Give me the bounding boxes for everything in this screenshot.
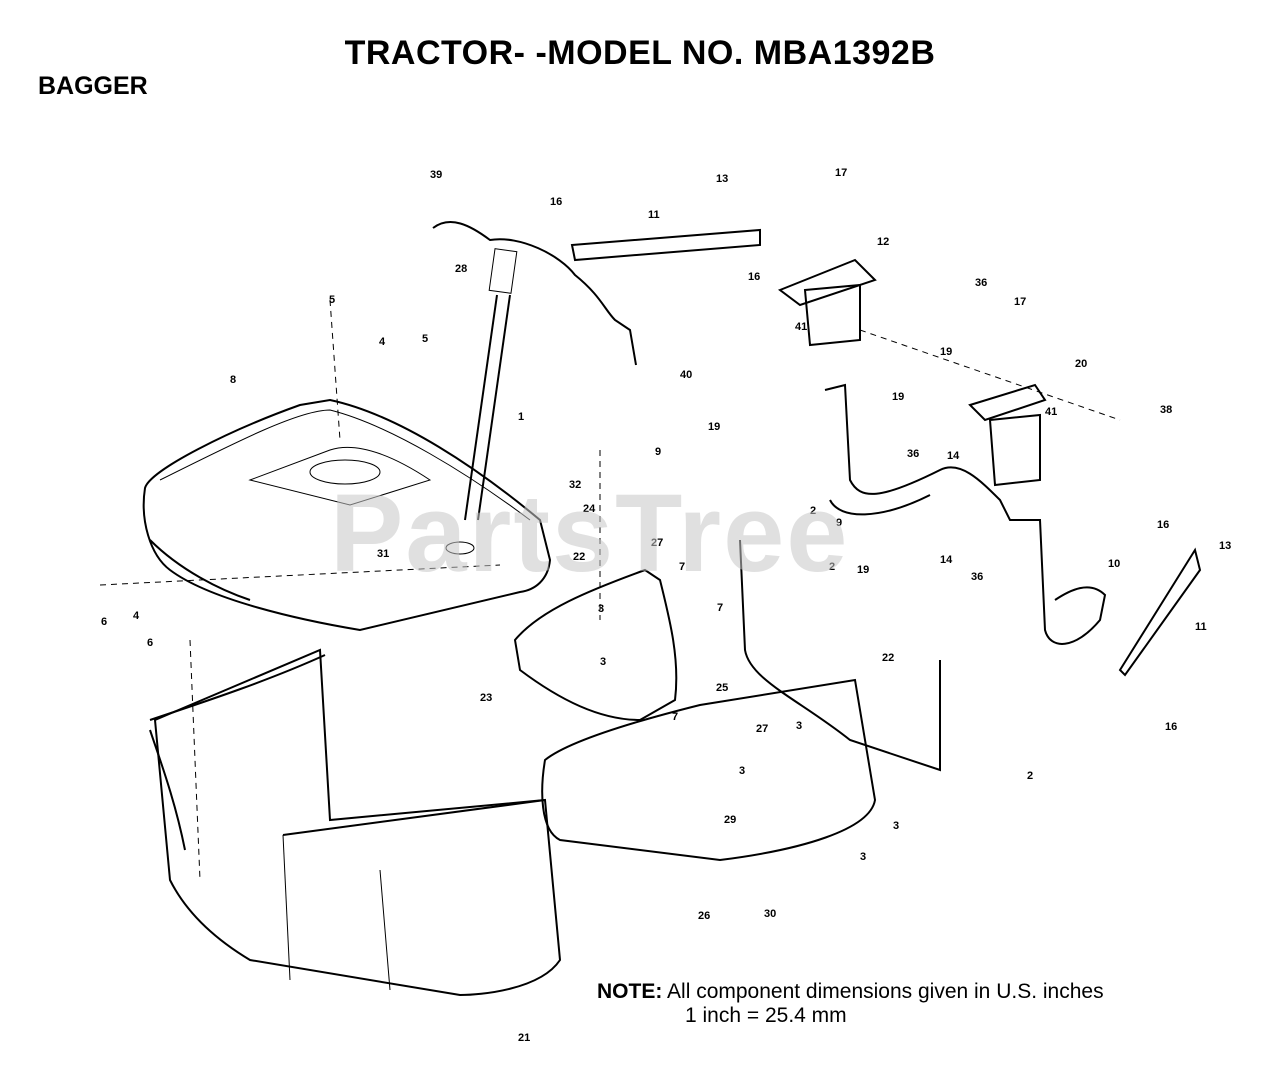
callout-19: 19	[857, 564, 869, 576]
callout-2: 2	[810, 505, 816, 517]
callout-19: 19	[708, 421, 720, 433]
callout-3: 3	[796, 720, 802, 732]
note-line2: 1 inch = 25.4 mm	[685, 1004, 847, 1027]
dump-handle	[432, 221, 637, 521]
callout-13: 13	[716, 173, 728, 185]
bag-frame-26	[541, 678, 877, 862]
callout-16: 16	[550, 196, 562, 208]
callout-3: 3	[893, 820, 899, 832]
callout-22: 22	[882, 652, 894, 664]
callout-19: 19	[892, 391, 904, 403]
note-line1: All component dimensions given in U.S. i…	[667, 980, 1104, 1003]
mount-frame	[777, 258, 1107, 645]
watermark: PartsTree	[330, 472, 850, 595]
callout-36: 36	[907, 448, 919, 460]
callout-21: 21	[518, 1032, 530, 1044]
callout-4: 4	[379, 336, 386, 348]
callout-7: 7	[672, 711, 678, 723]
bag-frame-25	[739, 539, 941, 772]
callout-41: 41	[1045, 406, 1057, 418]
callout-2: 2	[829, 561, 835, 573]
callout-17: 17	[1014, 296, 1026, 308]
callout-13: 13	[1219, 540, 1231, 552]
callout-14: 14	[947, 450, 960, 462]
callout-17: 17	[835, 167, 847, 179]
callout-19: 19	[940, 346, 952, 358]
callout-11: 11	[648, 209, 660, 221]
callout-36: 36	[971, 571, 983, 583]
callout-31: 31	[377, 548, 389, 560]
callout-29: 29	[724, 814, 736, 826]
callout-5: 5	[329, 294, 335, 306]
callout-11: 11	[1195, 621, 1207, 633]
callout-16: 16	[748, 271, 760, 283]
bracket-right	[1118, 547, 1202, 677]
note: NOTE: All component dimensions given in …	[597, 980, 1104, 1028]
callout-9: 9	[655, 446, 661, 458]
callout-22: 22	[573, 551, 585, 563]
callout-3: 3	[860, 851, 866, 863]
callout-14: 14	[940, 554, 953, 566]
callout-3: 3	[600, 656, 606, 668]
callout-12: 12	[877, 236, 889, 248]
callout-8: 8	[230, 374, 236, 386]
callout-16: 16	[1165, 721, 1177, 733]
callout-36: 36	[975, 277, 987, 289]
callout-3: 3	[739, 765, 745, 777]
callout-6: 6	[101, 616, 107, 628]
callout-23: 23	[480, 692, 492, 704]
callout-41: 41	[795, 321, 807, 333]
grass-bag	[149, 648, 562, 997]
hopper-lid	[142, 398, 552, 632]
bag-frame-23	[513, 568, 678, 722]
callout-9: 9	[836, 517, 842, 529]
callout-10: 10	[1108, 558, 1120, 570]
callout-16: 16	[1157, 519, 1169, 531]
callout-26: 26	[698, 910, 710, 922]
callout-28: 28	[455, 263, 467, 275]
callout-7: 7	[717, 602, 723, 614]
page-title: TRACTOR- -MODEL NO. MBA1392B	[344, 34, 936, 72]
callout-40: 40	[680, 369, 692, 381]
callout-6: 6	[147, 637, 153, 649]
callout-24: 24	[583, 503, 596, 515]
callout-2: 2	[1027, 770, 1033, 782]
callout-39: 39	[430, 169, 442, 181]
callout-7: 7	[679, 561, 685, 573]
callout-5: 5	[422, 333, 428, 345]
callout-27: 27	[756, 723, 768, 735]
section-title: BAGGER	[38, 72, 148, 100]
callout-3: 3	[598, 603, 604, 615]
callout-4: 4	[133, 610, 140, 622]
bracket-top	[570, 228, 761, 262]
callout-27: 27	[651, 537, 663, 549]
callout-25: 25	[716, 682, 728, 694]
callout-38: 38	[1160, 404, 1172, 416]
callout-32: 32	[569, 479, 581, 491]
callout-1: 1	[518, 411, 524, 423]
callout-20: 20	[1075, 358, 1087, 370]
note-label: NOTE:	[597, 980, 663, 1003]
callout-30: 30	[764, 908, 776, 920]
